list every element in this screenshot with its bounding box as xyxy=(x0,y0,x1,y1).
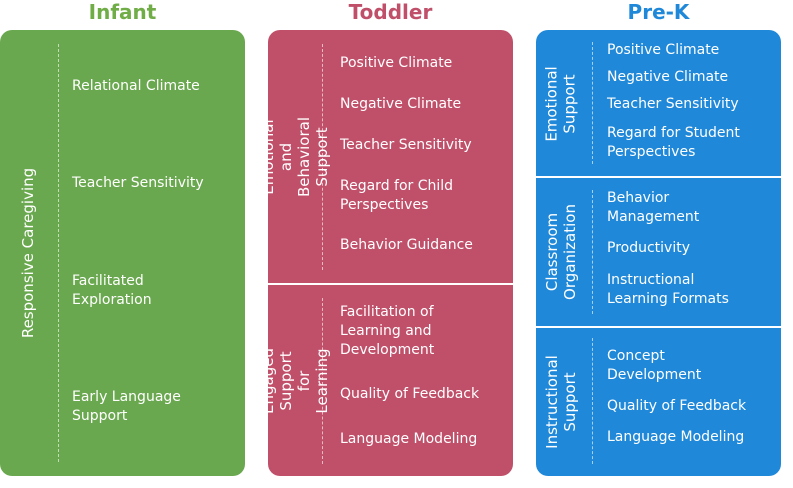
column-title-toddler: Toddler xyxy=(348,0,433,24)
domain-label: Emotional Support xyxy=(543,65,580,142)
domain-instructional-support: Instructional Support xyxy=(536,328,586,476)
dimension-item: Facilitated Exploration xyxy=(72,273,152,308)
prek-panel: Emotional Support Positive Climate Negat… xyxy=(536,30,781,476)
dimension-item: Quality of Feedback xyxy=(340,386,480,402)
dimension-item: Behavior Management xyxy=(607,190,700,225)
dimension-item: Positive Climate xyxy=(340,55,453,71)
dimension-item: Teacher Sensitivity xyxy=(607,96,739,112)
dimension-list: Relational Climate Teacher Sensitivity F… xyxy=(72,30,245,476)
section-separator xyxy=(536,326,781,328)
dashed-divider xyxy=(322,44,323,270)
dashed-divider xyxy=(592,42,593,164)
dashed-divider xyxy=(592,190,593,314)
dimension-list: Concept Development Quality of Feedback … xyxy=(607,328,781,476)
column-title-infant: Infant xyxy=(88,0,157,24)
domain-responsive-caregiving: Responsive Caregiving xyxy=(0,30,56,476)
domain-emotional-behavioral-support: Emotional and Behavioral Support xyxy=(268,30,331,284)
dimension-list: Facilitation of Learning and Development… xyxy=(340,285,513,476)
dimension-list: Positive Climate Negative Climate Teache… xyxy=(340,30,513,284)
domain-engaged-support-learning: Engaged Support for Learning xyxy=(268,285,331,476)
column-title-prek: Pre-K xyxy=(627,0,690,24)
dimension-item: Productivity xyxy=(607,240,690,256)
dimension-item: Negative Climate xyxy=(340,96,462,112)
dashed-divider xyxy=(322,298,323,464)
dimension-item: Regard for Child Perspectives xyxy=(340,178,454,213)
domain-classroom-organization: Classroom Organization xyxy=(536,178,586,326)
domain-label: Instructional Support xyxy=(543,355,580,449)
domain-label: Classroom Organization xyxy=(543,204,580,300)
toddler-panel: Emotional and Behavioral Support Positiv… xyxy=(268,30,513,476)
dimension-item: Early Language Support xyxy=(72,389,181,424)
dimension-item: Relational Climate xyxy=(72,78,200,94)
dimension-list: Behavior Management Productivity Instruc… xyxy=(607,178,781,326)
dimension-item: Concept Development xyxy=(607,348,702,383)
infant-panel: Responsive Caregiving Relational Climate… xyxy=(0,30,245,476)
dimension-item: Facilitation of Learning and Development xyxy=(340,304,435,358)
dashed-divider xyxy=(58,44,59,462)
dimension-item: Language Modeling xyxy=(607,429,745,445)
section-separator xyxy=(536,176,781,178)
dimension-item: Positive Climate xyxy=(607,42,720,58)
dimension-item: Instructional Learning Formats xyxy=(607,272,729,307)
dimension-item: Quality of Feedback xyxy=(607,398,747,414)
dimension-item: Regard for Student Perspectives xyxy=(607,125,740,160)
dimension-list: Positive Climate Negative Climate Teache… xyxy=(607,30,781,177)
dashed-divider xyxy=(592,338,593,464)
dimension-item: Teacher Sensitivity xyxy=(340,137,472,153)
dimension-item: Language Modeling xyxy=(340,431,478,447)
domain-emotional-support: Emotional Support xyxy=(536,30,586,177)
section-separator xyxy=(268,283,513,285)
dimension-item: Teacher Sensitivity xyxy=(72,175,204,191)
dimension-item: Negative Climate xyxy=(607,69,729,85)
dimension-item: Behavior Guidance xyxy=(340,237,473,253)
domain-label: Responsive Caregiving xyxy=(19,167,38,339)
